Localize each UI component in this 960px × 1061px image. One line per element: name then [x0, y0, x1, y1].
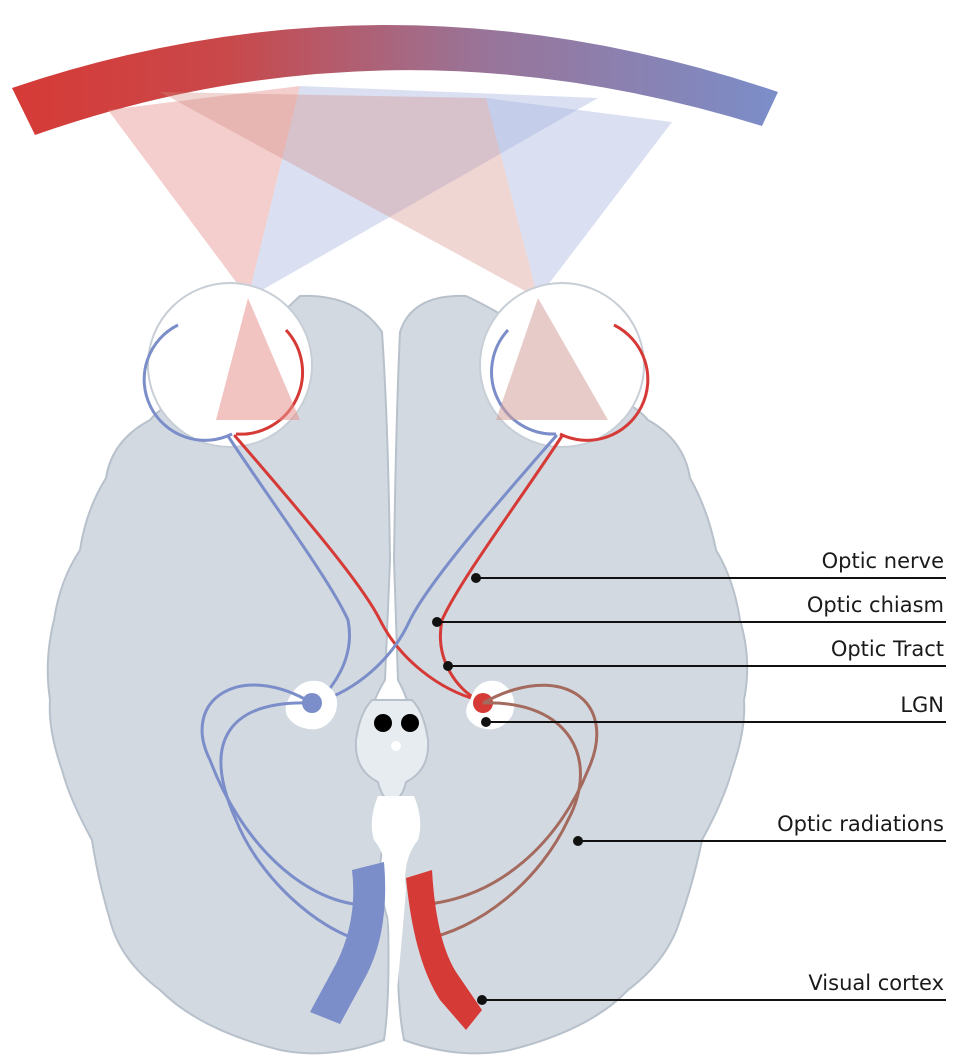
light-cones — [108, 86, 672, 298]
brainstem-dot — [391, 741, 401, 751]
label-lgn-text: LGN — [900, 693, 944, 717]
label-visual-cortex-text: Visual cortex — [808, 971, 944, 995]
label-optic-nerve-text: Optic nerve — [822, 549, 944, 573]
brainstem-nucleus-left — [374, 714, 392, 732]
label-optic-chiasm-text: Optic chiasm — [807, 593, 944, 617]
label-optic-tract-text: Optic Tract — [831, 637, 944, 661]
brainstem-nucleus-right — [401, 714, 419, 732]
label-optic-radiations-text: Optic radiations — [777, 812, 944, 836]
